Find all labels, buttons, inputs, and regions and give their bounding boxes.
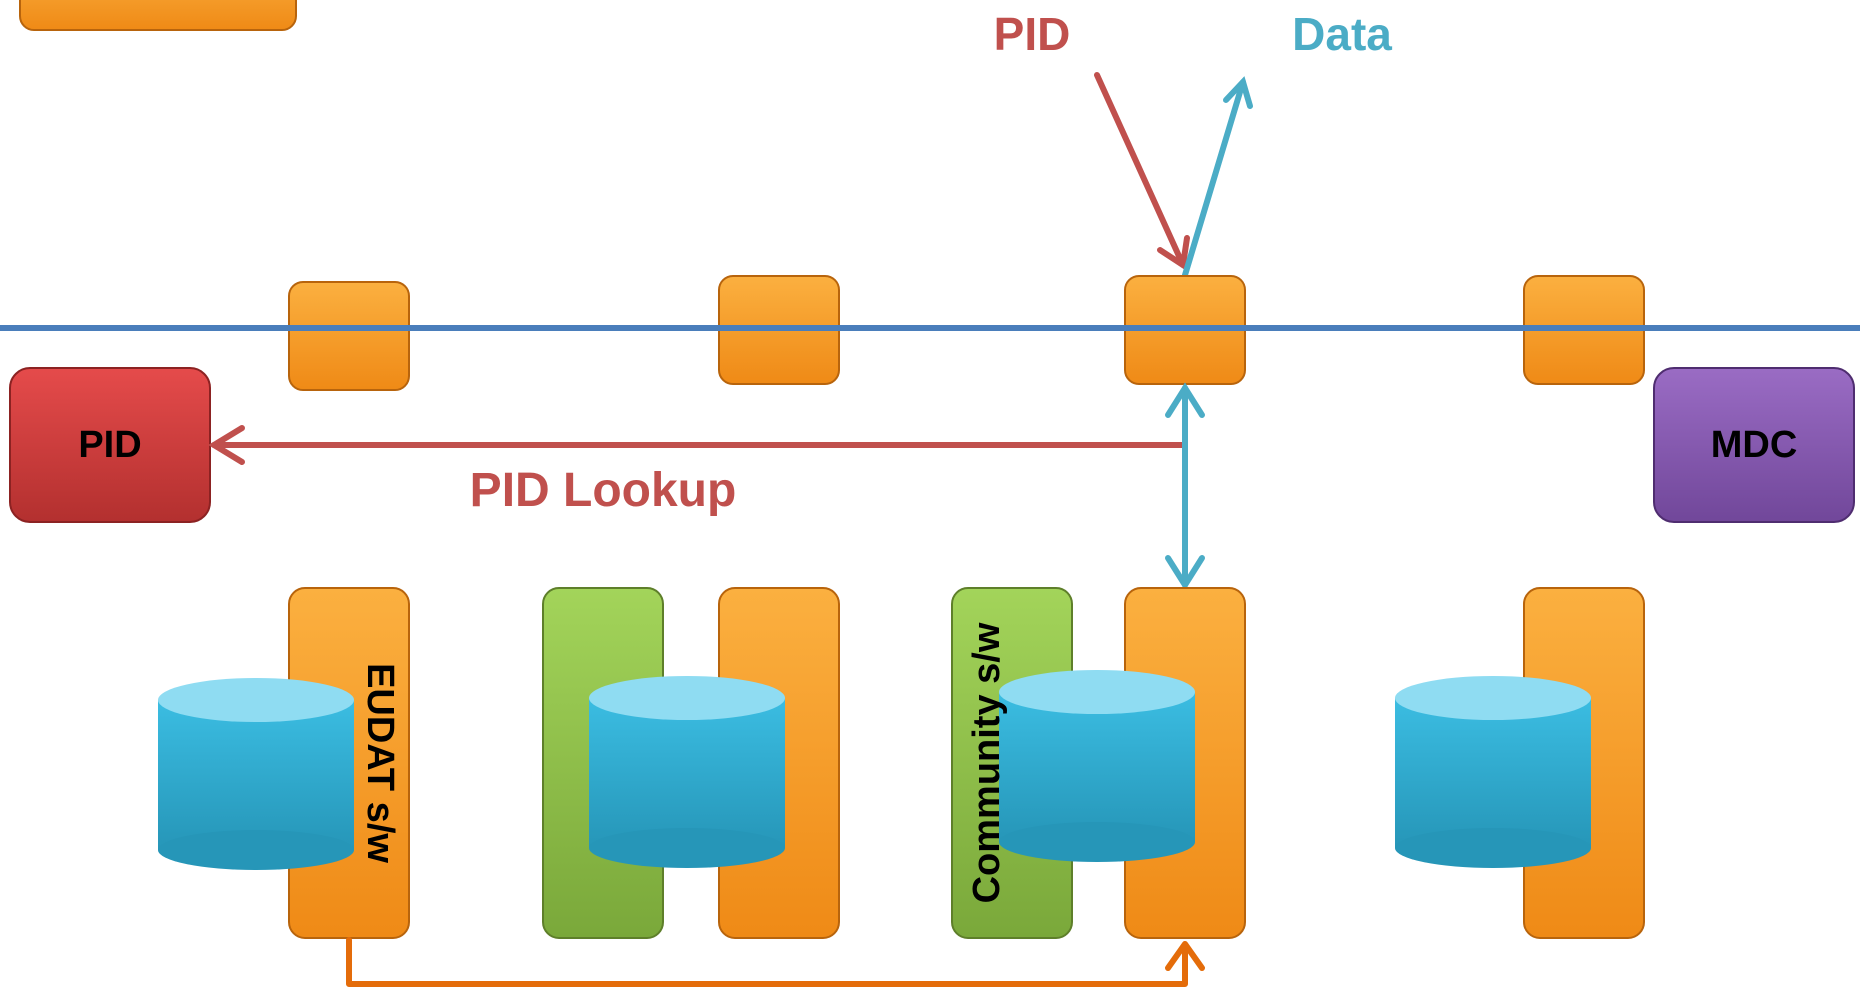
orange-box-top-left <box>19 0 297 31</box>
data-response-arrow <box>1182 76 1253 278</box>
pid-lookup-label: PID Lookup <box>470 464 737 517</box>
replication-arrow <box>346 937 1205 987</box>
database-cylinder-1 <box>158 678 354 870</box>
pid-box-label: PID <box>78 424 141 466</box>
pid-top-label: PID <box>994 8 1071 60</box>
vertical-data-arrow <box>1165 382 1205 591</box>
pid-request-arrow <box>1094 72 1190 271</box>
community-sw-label: Community s/w <box>966 622 1008 903</box>
mdc-box-label: MDC <box>1711 424 1798 466</box>
pid-lookup-arrow <box>208 425 1186 465</box>
data-top-label: Data <box>1292 8 1392 60</box>
mdc-box <box>1653 367 1855 523</box>
eudat-sw-label: EUDAT s/w <box>359 663 401 863</box>
database-cylinder-4 <box>1395 676 1591 868</box>
node-box-1 <box>288 281 410 391</box>
database-cylinder-2 <box>589 676 785 868</box>
database-cylinder-3 <box>999 670 1195 862</box>
